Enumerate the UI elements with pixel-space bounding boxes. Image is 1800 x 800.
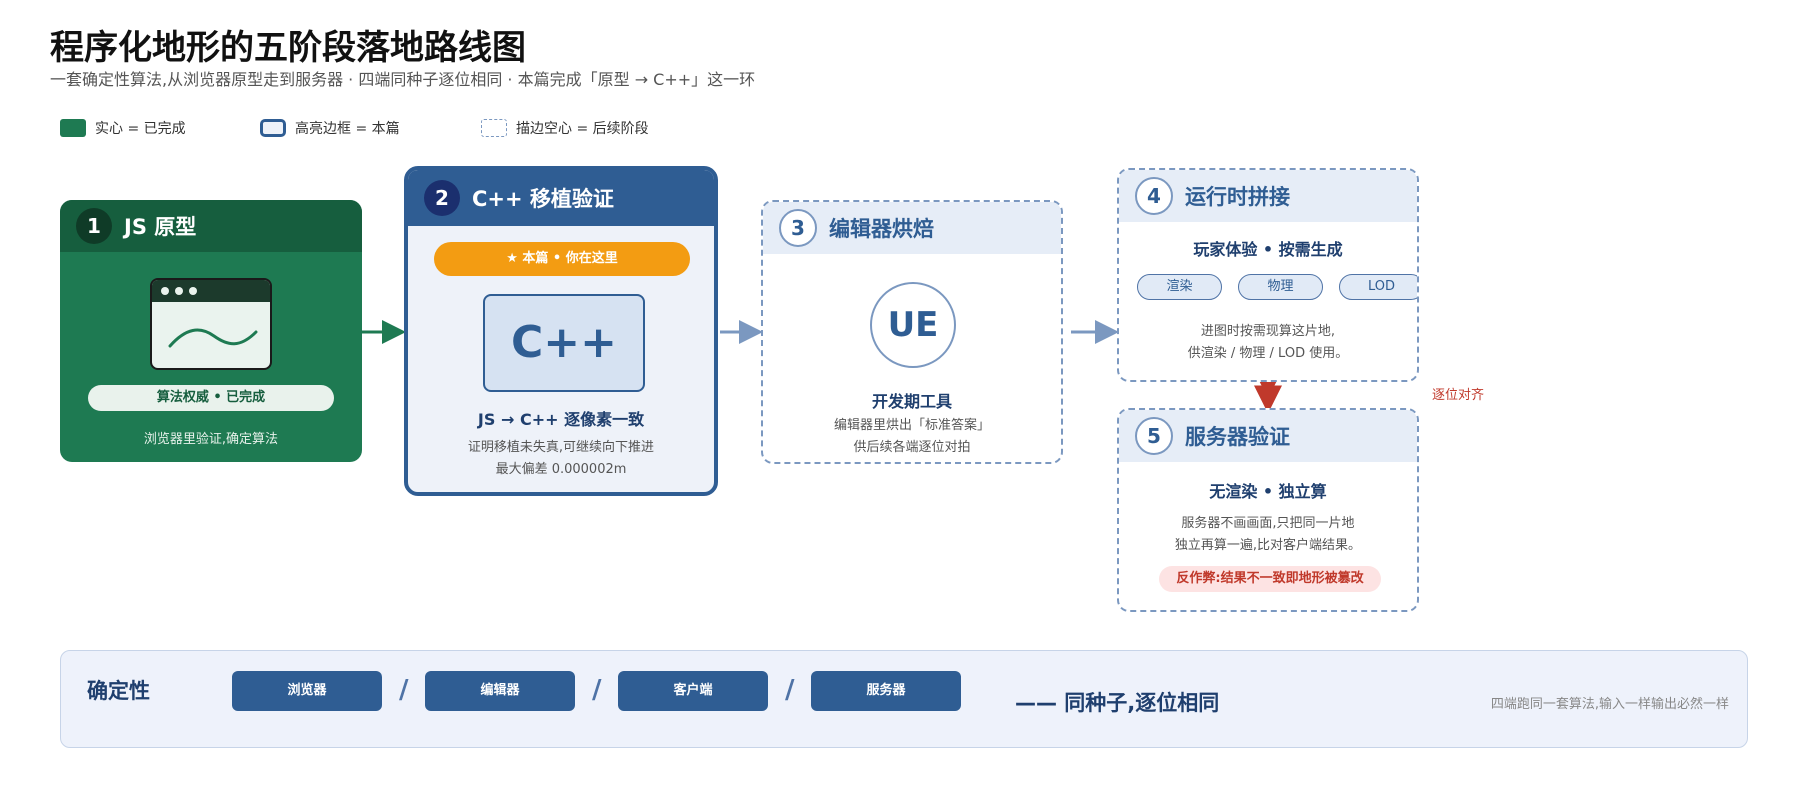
chip-physics: 物理	[1238, 274, 1323, 300]
stage-1-number: 1	[76, 208, 112, 244]
stage-5-header: 5 服务器验证	[1119, 410, 1417, 462]
legend-highlight-label: 高亮边框 = 本篇	[295, 121, 400, 137]
stage-1-description: 浏览器里验证,确定算法	[143, 432, 279, 447]
anti-cheat-warning: 反作弊:结果不一致即地形被篡改	[1159, 566, 1381, 592]
bit-align-label: 逐位对齐	[1432, 388, 1485, 403]
stage-5-number: 5	[1135, 417, 1173, 455]
stage-3-subtitle: 开发期工具	[871, 392, 952, 411]
stage-1-status-pill: 算法权威 • 已完成	[88, 385, 334, 411]
platform-browser: 浏览器	[232, 671, 382, 711]
stage-5-subtitle: 无渲染 • 独立算	[1209, 482, 1327, 501]
chip-lod: LOD	[1339, 274, 1417, 300]
platform-separator: /	[399, 675, 409, 705]
stage-3-header: 3 编辑器烘焙	[763, 202, 1061, 254]
stage-2-header: 2 C++ 移植验证	[408, 170, 714, 226]
stage-3-description-2: 供后续各端逐位对拍	[853, 440, 971, 455]
stage-4-number: 4	[1135, 177, 1173, 215]
stage-3-title: 编辑器烘焙	[829, 217, 934, 241]
chip-render: 渲染	[1137, 274, 1222, 300]
platform-client: 客户端	[618, 671, 768, 711]
legend-solid-label: 实心 = 已完成	[95, 121, 186, 137]
stage-5-description-2: 独立再算一遍,比对客户端结果。	[1174, 538, 1362, 553]
page-title: 程序化地形的五阶段落地路线图	[50, 28, 526, 68]
legend-item-solid: 实心 = 已完成	[60, 118, 186, 138]
determinism-panel: 确定性 浏览器 / 编辑器 / 客户端 / 服务器 —— 同种子,逐位相同 四端…	[60, 650, 1748, 748]
ue-logo-icon: UE	[870, 282, 956, 368]
stage-1-title: JS 原型	[124, 215, 197, 239]
stage-4-title: 运行时拼接	[1185, 185, 1290, 209]
legend-solid-swatch	[60, 119, 86, 137]
legend-item-highlight: 高亮边框 = 本篇	[260, 118, 400, 138]
cpp-logo-icon: C++	[483, 294, 645, 392]
stage-2-description-1: 证明移植未失真,可继续向下推进	[467, 440, 655, 455]
determinism-note: 四端跑同一套算法,输入一样输出必然一样	[1490, 697, 1729, 712]
stage-2-title: C++ 移植验证	[472, 187, 614, 211]
stage-card-5: 5 服务器验证 无渲染 • 独立算 服务器不画画面,只把同一片地 独立再算一遍,…	[1117, 408, 1419, 612]
stage-1-header: 1 JS 原型	[60, 200, 362, 252]
stage-5-title: 服务器验证	[1185, 425, 1290, 449]
platform-separator: /	[785, 675, 795, 705]
legend-item-dashed: 描边空心 = 后续阶段	[481, 118, 649, 138]
stage-2-description-2: 最大偏差 0.000002m	[495, 462, 627, 477]
stage-card-3: 3 编辑器烘焙 UE 开发期工具 编辑器里烘出「标准答案」 供后续各端逐位对拍	[761, 200, 1063, 464]
stage-4-header: 4 运行时拼接	[1119, 170, 1417, 222]
legend-highlight-swatch	[260, 119, 286, 137]
browser-window-icon	[150, 278, 272, 370]
stage-4-description-1: 进图时按需现算这片地,	[1200, 324, 1336, 339]
stage-2-subtitle: JS → C++ 逐像素一致	[477, 410, 645, 429]
stage-card-4: 4 运行时拼接 玩家体验 • 按需生成 渲染 物理 LOD 进图时按需现算这片地…	[1117, 168, 1419, 382]
stage-3-description-1: 编辑器里烘出「标准答案」	[833, 418, 990, 433]
platform-separator: /	[592, 675, 602, 705]
stage-4-chips: 渲染 物理 LOD	[1137, 274, 1417, 300]
platform-server: 服务器	[811, 671, 961, 711]
stage-4-subtitle: 玩家体验 • 按需生成	[1193, 240, 1343, 259]
stage-card-1: 1 JS 原型 算法权威 • 已完成 浏览器里验证,确定算法	[60, 200, 362, 462]
legend-dashed-label: 描边空心 = 后续阶段	[516, 121, 649, 137]
stage-card-2: 2 C++ 移植验证 ★ 本篇 • 你在这里 C++ JS → C++ 逐像素一…	[404, 166, 718, 496]
stage-3-number: 3	[779, 209, 817, 247]
stage-5-description-1: 服务器不画画面,只把同一片地	[1181, 516, 1355, 531]
same-seed-tagline: —— 同种子,逐位相同	[1015, 691, 1220, 715]
stage-4-description-2: 供渲染 / 物理 / LOD 使用。	[1187, 346, 1349, 361]
platform-editor: 编辑器	[425, 671, 575, 711]
determinism-title: 确定性	[87, 679, 150, 703]
stage-2-number: 2	[424, 180, 460, 216]
page-subtitle: 一套确定性算法,从浏览器原型走到服务器 · 四端同种子逐位相同 · 本篇完成「原…	[50, 70, 756, 89]
legend-dashed-swatch	[481, 119, 507, 137]
you-are-here-badge: ★ 本篇 • 你在这里	[434, 242, 690, 276]
